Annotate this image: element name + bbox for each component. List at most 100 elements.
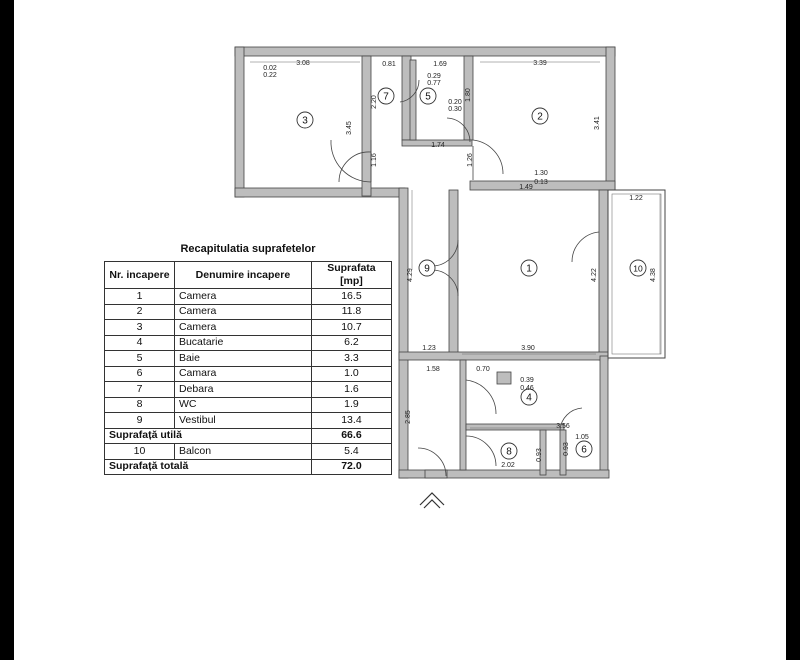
- dimension-label: 3.41: [594, 116, 601, 130]
- header-nr: Nr. incapere: [104, 261, 175, 289]
- area-table: Nr. incapere Denumire incapere Suprafata…: [104, 261, 393, 475]
- dimension-label: 1.80: [465, 88, 472, 102]
- row-name: Debara: [173, 381, 312, 398]
- row-area: 13.4: [310, 412, 393, 429]
- dimension-label: 1.30: [534, 170, 548, 177]
- dimension-label: 0.29: [427, 73, 441, 80]
- room-number-circle: [629, 259, 647, 277]
- dimension-label: 4.22: [591, 268, 598, 282]
- wall: [424, 469, 448, 479]
- header-area: Suprafata [mp]: [310, 261, 393, 289]
- room-number-circle: [531, 107, 549, 125]
- wall: [448, 189, 459, 361]
- row-area: 3.3: [310, 350, 393, 367]
- dimension-label: 1.16: [371, 153, 378, 167]
- entrance-arrow: [419, 492, 445, 506]
- dimension-label: 1.58: [426, 366, 440, 373]
- dimension-label: 1.74: [431, 142, 445, 149]
- row-area: 1.6: [310, 381, 393, 398]
- dimension-label: 0.93: [536, 448, 543, 462]
- room-number: 9: [424, 264, 430, 275]
- room-number: 4: [526, 393, 532, 404]
- door-swing: [431, 239, 459, 267]
- wall: [361, 55, 372, 197]
- row-name: Camara: [173, 365, 312, 382]
- room-number-circle: [575, 440, 593, 458]
- row-nr: 2: [104, 303, 175, 320]
- door-swing: [446, 117, 471, 143]
- wall: [398, 469, 610, 479]
- wall: [234, 187, 406, 198]
- dimension-label: 4.29: [407, 268, 414, 282]
- dimension-label: 1.23: [422, 345, 436, 352]
- wall: [469, 180, 616, 191]
- room-number-circle: [520, 259, 538, 277]
- room-number: 5: [425, 92, 431, 103]
- table-title: Recapitulatia suprafetelor: [180, 243, 316, 255]
- dimension-label: 1.05: [575, 434, 589, 441]
- util-label: Suprafață utilă: [104, 427, 312, 444]
- door-swing: [399, 79, 420, 103]
- door-swing: [338, 151, 372, 183]
- dimension-label: 0.20: [448, 99, 462, 106]
- row-area: 11.8: [310, 303, 393, 320]
- wall: [234, 46, 245, 198]
- row-name: Camera: [173, 303, 312, 320]
- dimension-label: 0.81: [382, 61, 396, 68]
- room-number: 8: [506, 447, 512, 458]
- door-swing: [465, 379, 497, 415]
- room-number-circle: [520, 388, 538, 406]
- room-number-circle: [500, 442, 518, 460]
- room-number-circle: [418, 259, 436, 277]
- room-number: 3: [302, 116, 308, 127]
- door-swing: [571, 231, 600, 263]
- balcony-name: Balcon: [173, 443, 312, 460]
- row-nr: 8: [104, 396, 175, 413]
- door-swing: [559, 407, 583, 431]
- wall: [409, 59, 417, 141]
- balcony-nr: 10: [104, 443, 175, 460]
- table-header-row: Nr. incapere Denumire incapere Suprafata…: [104, 261, 393, 289]
- dimension-label: 0.93: [563, 442, 570, 456]
- door-swing: [330, 139, 372, 183]
- wall: [398, 351, 609, 361]
- room-number: 2: [537, 112, 543, 123]
- row-nr: 6: [104, 365, 175, 382]
- balcony-inner: [611, 193, 662, 355]
- util-area: 66.6: [310, 427, 393, 444]
- room-number-circle: [296, 111, 314, 129]
- dimension-label: 3.45: [346, 121, 353, 135]
- dimension-label: 0.02: [263, 65, 277, 72]
- door-swing: [465, 435, 497, 467]
- wall: [496, 371, 512, 385]
- room-number-circle: [377, 87, 395, 105]
- dimension-label: 2.85: [405, 410, 412, 424]
- row-name: Camera: [173, 288, 312, 305]
- room-number: 1: [526, 264, 532, 275]
- row-area: 1.0: [310, 365, 393, 382]
- row-area: 16.5: [310, 288, 393, 305]
- door-swing: [417, 447, 447, 477]
- wall: [599, 355, 609, 477]
- wall: [559, 429, 567, 476]
- row-nr: 5: [104, 350, 175, 367]
- room-number-circle: [419, 87, 437, 105]
- room-number: 7: [383, 92, 389, 103]
- dimension-label: 2.20: [371, 95, 378, 109]
- row-nr: 9: [104, 412, 175, 429]
- area-summary: Recapitulatia suprafetelor Nr. incapere …: [104, 243, 393, 475]
- wall: [605, 46, 616, 191]
- row-name: Bucatarie: [173, 334, 312, 351]
- room-number: 6: [581, 445, 587, 456]
- row-nr: 1: [104, 288, 175, 305]
